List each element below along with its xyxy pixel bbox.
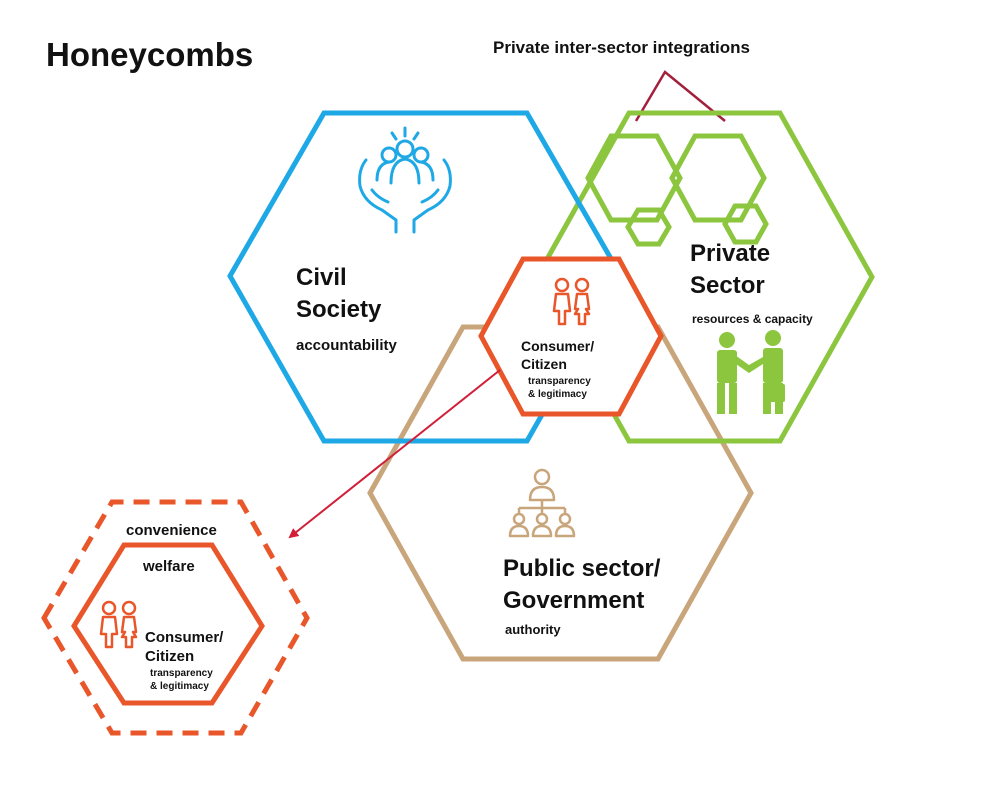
handshake-icon bbox=[717, 330, 785, 414]
consumer-center-value-1: transparency bbox=[528, 376, 591, 387]
detail-two-people-icon bbox=[99, 600, 138, 649]
public-sector-title-1: Public sector/ bbox=[503, 555, 661, 582]
private-sector-title-2: Sector bbox=[690, 272, 765, 299]
consumer-center-title-2: Citizen bbox=[521, 356, 567, 372]
org-chart-icon bbox=[508, 468, 576, 538]
detail-inner-label: welfare bbox=[142, 558, 195, 575]
detail-arrow bbox=[288, 369, 501, 539]
public-sector-value: authority bbox=[505, 622, 561, 637]
welfare-hexagon bbox=[71, 542, 265, 706]
detail-title-2: Citizen bbox=[145, 648, 194, 665]
detail-outer-label: convenience bbox=[126, 522, 217, 539]
page-title: Honeycombs bbox=[46, 36, 253, 73]
people-in-hands-icon bbox=[358, 126, 452, 234]
detail-value-2: & legitimacy bbox=[150, 681, 209, 692]
detail-value-1: transparency bbox=[150, 668, 213, 679]
private-sector-value: resources & capacity bbox=[692, 312, 813, 326]
convenience-hexagon bbox=[41, 499, 310, 736]
public-sector-title-2: Government bbox=[503, 587, 644, 614]
civil-society-value: accountability bbox=[296, 337, 398, 354]
private-sector-title-1: Private bbox=[690, 240, 770, 267]
consumer-center-value-2: & legitimacy bbox=[528, 389, 587, 400]
detail-title-1: Consumer/ bbox=[145, 629, 224, 646]
public-sector-hexagon bbox=[367, 324, 754, 662]
civil-society-title-1: Civil bbox=[296, 264, 347, 291]
civil-society-title-2: Society bbox=[296, 296, 382, 323]
integration-connector bbox=[634, 70, 726, 122]
consumer-center-title-1: Consumer/ bbox=[521, 338, 594, 354]
consumer-center-hexagon bbox=[478, 256, 664, 417]
integration-label: Private inter-sector integrations bbox=[493, 38, 750, 57]
private-sector-hexagon bbox=[534, 110, 875, 444]
inter-sector-hexagons bbox=[585, 133, 769, 247]
two-people-icon bbox=[552, 277, 591, 326]
